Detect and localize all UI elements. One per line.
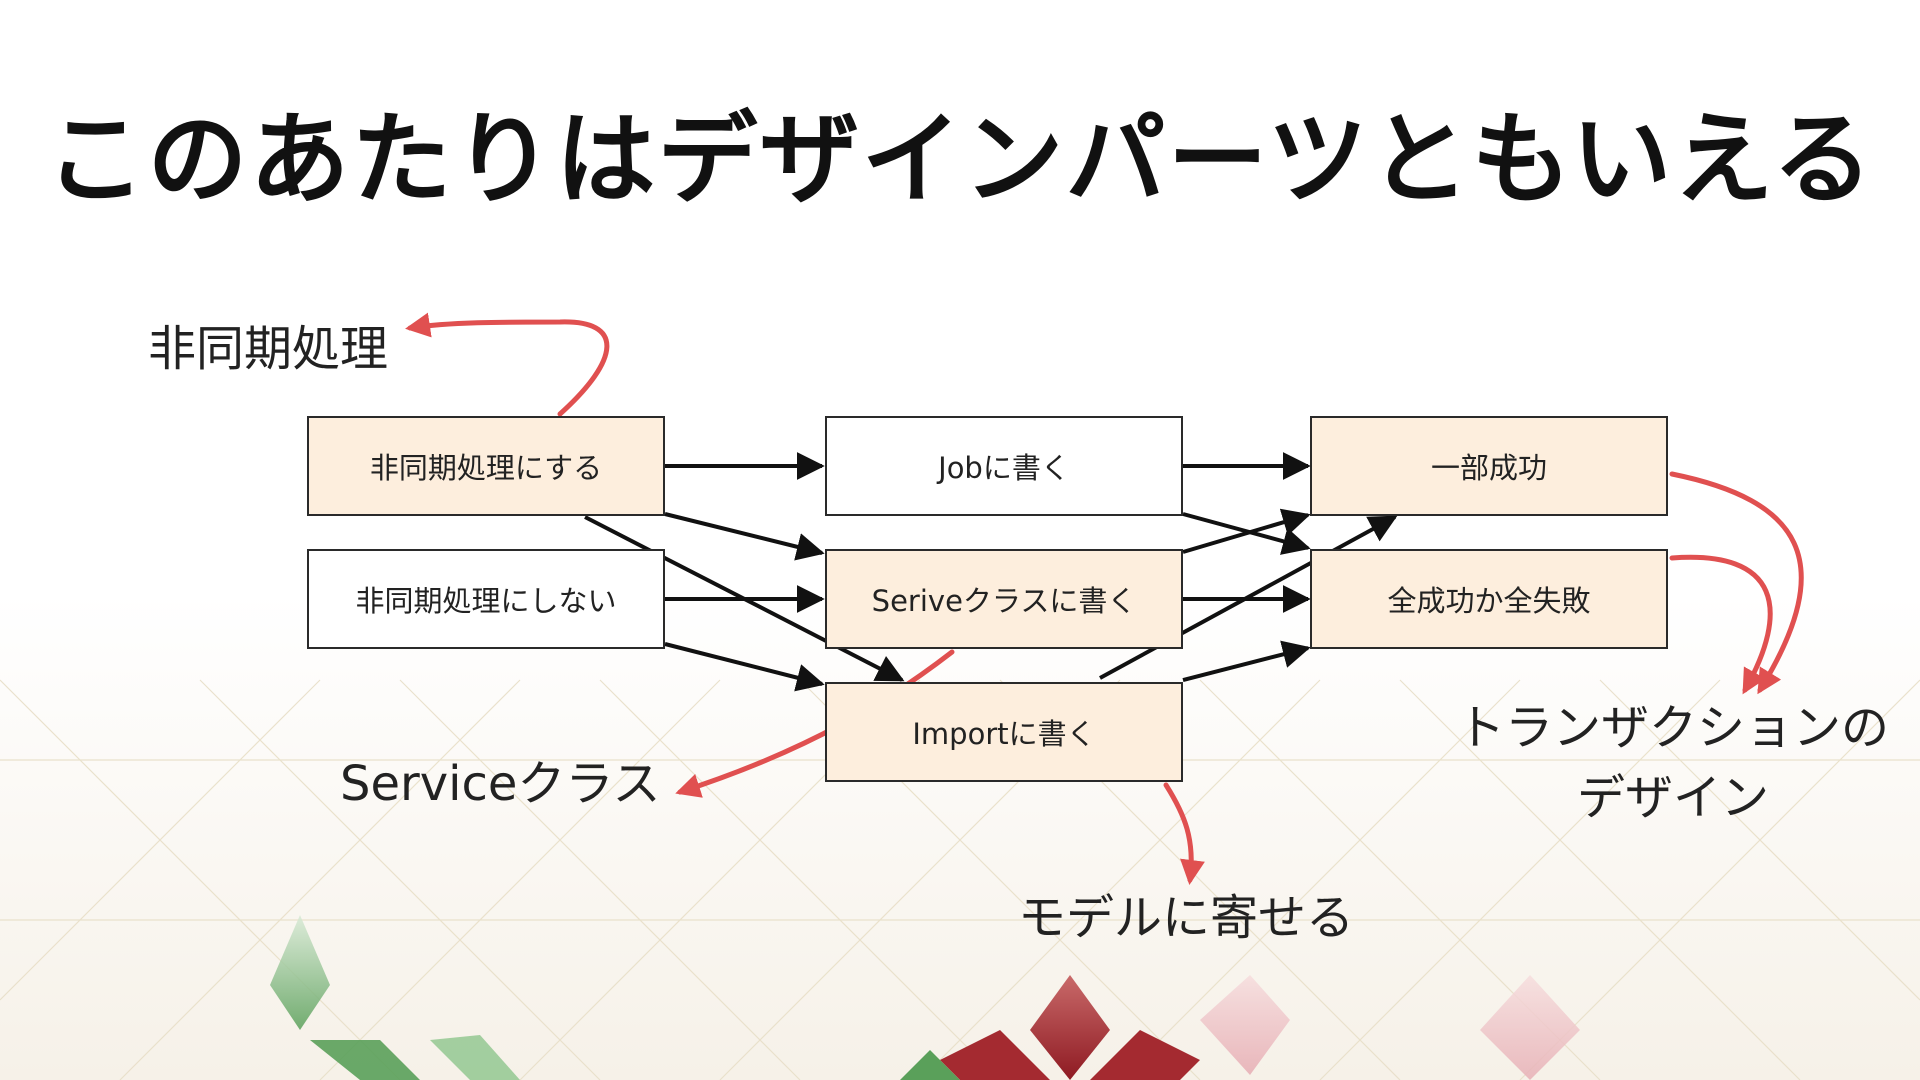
annotation-transaction-line1: トランザクションの (1456, 700, 1889, 756)
box-service-label: Seriveクラスに書く (871, 584, 1137, 618)
box-partial-success-label: 一部成功 (1430, 451, 1547, 485)
box-job-label: Jobに書く (938, 451, 1070, 485)
box-partial-success: 一部成功 (1310, 416, 1668, 516)
annotation-transaction: トランザクションの デザイン (1438, 694, 1908, 833)
annotation-arrow-async (405, 312, 610, 417)
annotation-transaction-line2: デザイン (1576, 769, 1769, 826)
box-all-or-none-label: 全成功か全失敗 (1387, 584, 1591, 618)
box-service: Seriveクラスに書く (825, 549, 1183, 649)
annotation-model: モデルに寄せる (1018, 890, 1355, 946)
box-async-on: 非同期処理にする (307, 416, 665, 516)
edge-import-to-partial (1099, 515, 1398, 680)
box-all-or-none: 全成功か全失敗 (1310, 549, 1668, 649)
edge-job-to-allornone (1182, 512, 1311, 555)
annotation-service: Serviceクラス (340, 756, 661, 812)
box-job: Jobに書く (825, 416, 1183, 516)
annotation-arrow-model (1163, 782, 1205, 885)
edge-async-on-to-service (664, 512, 825, 561)
box-async-off-label: 非同期処理にしない (355, 584, 617, 618)
edge-service-to-partial (1182, 508, 1311, 554)
box-async-on-label: 非同期処理にする (369, 451, 603, 485)
box-import-label: Importに書く (912, 717, 1096, 751)
annotation-arrow-transaction-2 (1669, 554, 1773, 695)
edge-async-off-to-import (664, 642, 825, 692)
slide-title: このあたりはデザインパーツともいえる (45, 101, 1875, 218)
annotation-arrow-transaction-1 (1669, 471, 1804, 695)
annotation-async: 非同期処理 (148, 321, 389, 377)
edge-import-to-allornone (1182, 640, 1311, 682)
box-async-off: 非同期処理にしない (307, 549, 665, 649)
box-import: Importに書く (825, 682, 1183, 782)
